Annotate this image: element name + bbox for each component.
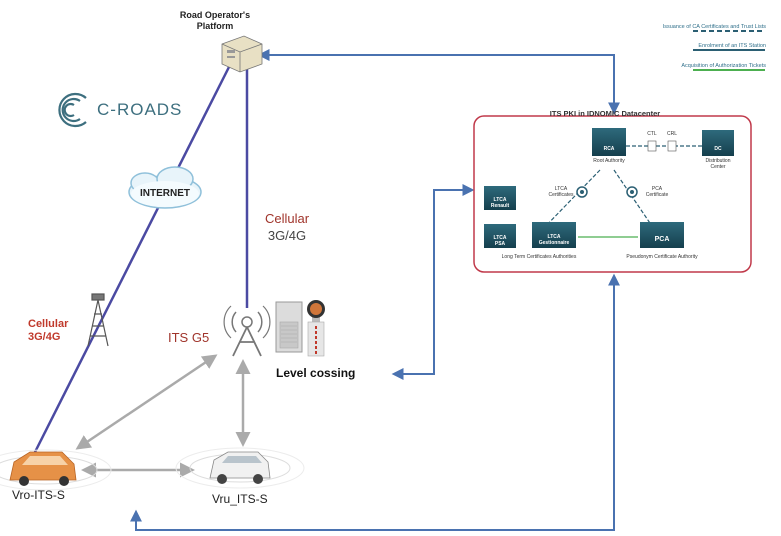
vru-label: Vru_ITS-S <box>212 492 268 506</box>
ltca-gestionnaire-label: LTCA Gestionnaire <box>538 234 570 246</box>
crossing-to-pki-arrow <box>391 184 475 380</box>
dc-caption: Distribution Center <box>705 158 731 170</box>
platform-title: Road Operator's Platform <box>179 10 251 31</box>
ctl-document-icon <box>647 140 657 152</box>
pca-certificate-label: PCA Certificate <box>645 186 669 198</box>
ltca-certificates-label: LTCA Certificates <box>548 186 574 198</box>
server-icon <box>221 35 263 73</box>
ltca-psa-server <box>484 224 516 248</box>
internet-link-line <box>28 64 232 463</box>
pca-caption: Pseudonym Certificate Authority <box>626 254 698 260</box>
platform-to-pki-arrow <box>257 49 620 115</box>
pca-server <box>640 222 684 248</box>
rsu-vro-arrow <box>75 354 218 450</box>
rca-pca-link <box>613 169 657 233</box>
croads-logo <box>58 92 87 128</box>
ltca-renault-server <box>484 186 516 210</box>
crl-label: CRL <box>666 131 677 137</box>
level-crossing-label: Level cossing <box>276 366 356 380</box>
cellular-main-label: Cellular 3G/4G <box>264 211 310 243</box>
vehicle-to-pki-arrow <box>130 273 620 531</box>
ltca-psa-label: LTCA PSA <box>493 235 507 247</box>
rca-caption: Root Authority <box>593 158 625 164</box>
dc-label: DC <box>714 146 722 152</box>
legend-item-ca: Issuance of CA Certificates and Trust Li… <box>662 24 766 30</box>
antenna-icon <box>223 305 271 357</box>
dc-server <box>702 130 734 156</box>
vro-label: Vro-ITS-S <box>12 488 65 502</box>
ctl-label: CTL <box>647 131 657 137</box>
legend-item-authorization: Acquisition of Authorization Tickets <box>681 63 766 69</box>
pki-title: ITS PKI in IDNOMIC Datacenter <box>549 109 661 118</box>
ltca-caption: Long Term Certificates Authorities <box>501 254 577 260</box>
internet-label: INTERNET <box>140 188 190 199</box>
cloud-icon <box>128 166 202 209</box>
ltca-gestionnaire-server <box>532 222 576 248</box>
rca-ltca-link <box>539 169 601 233</box>
legend-item-enrolment: Enrolment of an ITS Station <box>698 43 766 49</box>
traffic-light-icon <box>307 300 325 357</box>
its-g5-label: ITS G5 <box>168 330 210 345</box>
cell-tower-icon <box>87 293 109 347</box>
pca-certificate-icon <box>626 186 638 198</box>
pca-label: PCA <box>654 236 670 243</box>
rca-server <box>592 128 626 156</box>
cabinet-icon <box>275 301 303 353</box>
vro-car-icon <box>0 449 112 491</box>
logo-text: C-ROADS <box>97 100 183 119</box>
crl-document-icon <box>667 140 677 152</box>
cellular-left-label: Cellular 3G/4G <box>28 318 69 343</box>
ltca-certificate-icon <box>576 186 588 198</box>
ltca-renault-label: LTCA Renault <box>490 197 510 209</box>
vru-car-icon <box>175 447 305 489</box>
rca-label: RCA <box>603 146 615 152</box>
